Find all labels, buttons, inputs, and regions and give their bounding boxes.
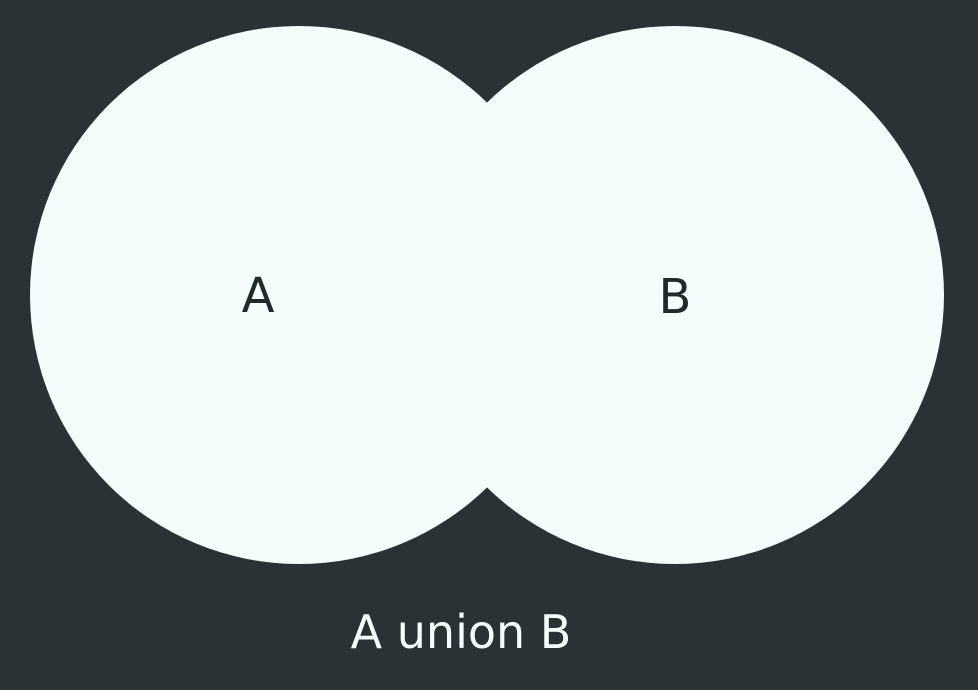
set-b-circle: [406, 26, 944, 564]
diagram-caption: A union B: [350, 605, 572, 659]
set-b-label: B: [659, 269, 692, 325]
set-a-label: A: [242, 268, 275, 324]
set-a-circle: [30, 26, 568, 564]
